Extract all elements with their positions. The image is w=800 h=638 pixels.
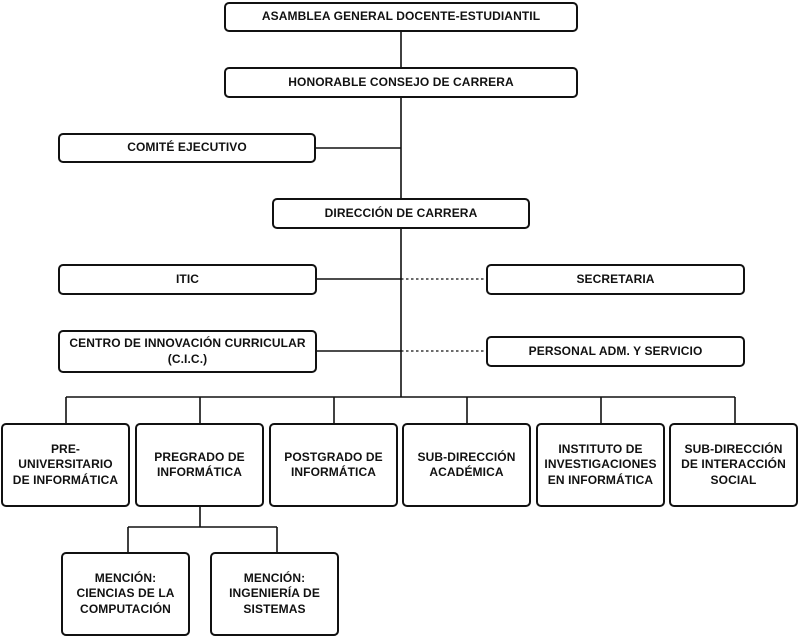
mencion-sistemas-box: MENCIÓN: INGENIERÍA DE SISTEMAS [210, 552, 339, 636]
comite-box: COMITÉ EJECUTIVO [58, 133, 316, 163]
subdir-academica-label: SUB-DIRECCIÓN ACADÉMICA [417, 449, 516, 479]
instituto-box: INSTITUTO DE INVESTIGACIONES EN INFORMÁT… [536, 423, 665, 507]
cic-box: CENTRO DE INNOVACIÓN CURRICULAR (C.I.C.) [58, 330, 317, 373]
instituto-label: INSTITUTO DE INVESTIGACIONES EN INFORMÁT… [544, 441, 657, 487]
personal-label: PERSONAL ADM. Y SERVICIO [528, 343, 703, 358]
mencion-ciencias-label: MENCIÓN: CIENCIAS DE LA COMPUTACIÓN [76, 570, 175, 616]
secretaria-label: SECRETARIA [576, 271, 655, 286]
itic-box: ITIC [58, 264, 317, 295]
preuniversitario-label: PRE- UNIVERSITARIO DE INFORMÁTICA [12, 441, 119, 487]
subdir-interaccion-label: SUB-DIRECCIÓN DE INTERACCIÓN SOCIAL [681, 441, 786, 487]
secretaria-box: SECRETARIA [486, 264, 745, 295]
subdir-academica-box: SUB-DIRECCIÓN ACADÉMICA [402, 423, 531, 507]
mencion-sistemas-label: MENCIÓN: INGENIERÍA DE SISTEMAS [229, 570, 320, 616]
consejo-box: HONORABLE CONSEJO DE CARRERA [224, 67, 578, 98]
itic-label: ITIC [175, 271, 200, 286]
direccion-label: DIRECCIÓN DE CARRERA [324, 205, 478, 220]
comite-label: COMITÉ EJECUTIVO [127, 140, 247, 155]
direccion-box: DIRECCIÓN DE CARRERA [272, 198, 530, 229]
consejo-label: HONORABLE CONSEJO DE CARRERA [288, 74, 514, 89]
postgrado-label: POSTGRADO DE INFORMÁTICA [284, 449, 383, 479]
pregrado-label: PREGRADO DE INFORMÁTICA [154, 449, 245, 479]
subdir-interaccion-box: SUB-DIRECCIÓN DE INTERACCIÓN SOCIAL [669, 423, 798, 507]
personal-box: PERSONAL ADM. Y SERVICIO [486, 336, 745, 367]
mencion-ciencias-box: MENCIÓN: CIENCIAS DE LA COMPUTACIÓN [61, 552, 190, 636]
cic-label: CENTRO DE INNOVACIÓN CURRICULAR (C.I.C.) [69, 336, 306, 366]
preuniversitario-box: PRE- UNIVERSITARIO DE INFORMÁTICA [1, 423, 130, 507]
pregrado-box: PREGRADO DE INFORMÁTICA [135, 423, 264, 507]
asamblea-label: ASAMBLEA GENERAL DOCENTE-ESTUDIANTIL [261, 9, 541, 24]
asamblea-box: ASAMBLEA GENERAL DOCENTE-ESTUDIANTIL [224, 2, 578, 32]
postgrado-box: POSTGRADO DE INFORMÁTICA [269, 423, 398, 507]
